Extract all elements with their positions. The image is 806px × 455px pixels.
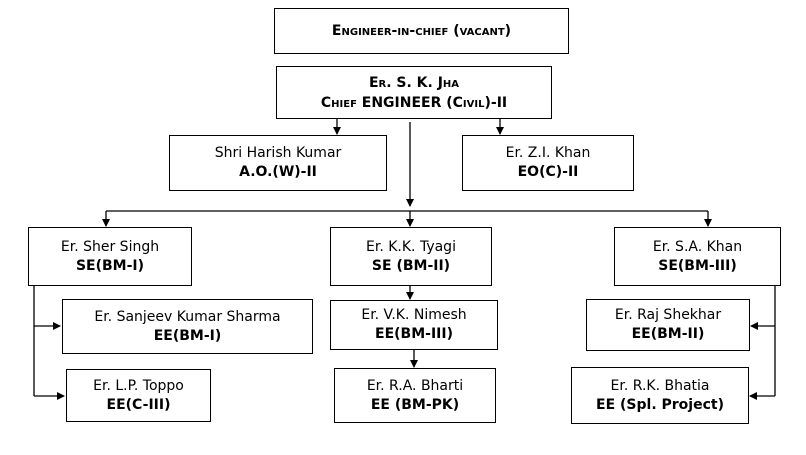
- se2-designation: SE (BM-II): [371, 257, 451, 274]
- ee1b-box: Er. L.P. Toppo EE(C-III): [66, 369, 211, 422]
- ee1b-name: Er. L.P. Toppo: [93, 377, 184, 394]
- se2-box: Er. K.K. Tyagi SE (BM-II): [330, 227, 492, 286]
- ee2b-box: Er. R.A. Bharti EE (BM-PK): [334, 368, 496, 423]
- ao-designation: A.O.(W)-II: [239, 164, 317, 180]
- chief-engineer-box: Er. S. K. Jha Chief ENGINEER (Civil)-II: [276, 66, 552, 119]
- ee2b-designation: EE (BM-PK): [370, 396, 460, 413]
- ee1a-box: Er. Sanjeev Kumar Sharma EE(BM-I): [62, 299, 313, 354]
- ee1a-name: Er. Sanjeev Kumar Sharma: [94, 308, 281, 325]
- ee3a-designation: EE(BM-II): [631, 326, 705, 342]
- se3-name: Er. S.A. Khan: [652, 238, 743, 255]
- ee2a-designation: EE(BM-III): [375, 326, 453, 342]
- ee3b-box: Er. R.K. Bhatia EE (Spl. Project): [571, 367, 749, 424]
- ee2b-name: Er. R.A. Bharti: [366, 377, 464, 394]
- se2-name: Er. K.K. Tyagi: [366, 238, 456, 255]
- ee1b-designation: EE(C-III): [106, 396, 171, 413]
- eo-name: Er. Z.I. Khan: [505, 145, 591, 161]
- se1-designation: SE(BM-I): [75, 257, 145, 274]
- ee2a-box: Er. V.K. Nimesh EE(BM-III): [330, 300, 498, 350]
- ee3a-name: Er. Raj Shekhar: [614, 307, 722, 323]
- ee2a-name: Er. V.K. Nimesh: [361, 307, 467, 323]
- se3-designation: SE(BM-III): [658, 257, 737, 274]
- engineer-in-chief-box: Engineer-in-chief (vacant): [274, 8, 569, 54]
- ao-name: Shri Harish Kumar: [214, 145, 342, 161]
- se1-name: Er. Sher Singh: [60, 238, 160, 255]
- chief-engineer-designation: Chief ENGINEER (Civil)-II: [320, 94, 508, 111]
- ee3b-designation: EE (Spl. Project): [596, 396, 724, 413]
- se3-box: Er. S.A. Khan SE(BM-III): [614, 227, 781, 286]
- chief-engineer-name: Er. S. K. Jha: [368, 74, 460, 91]
- ee3a-box: Er. Raj Shekhar EE(BM-II): [586, 299, 750, 351]
- eo-designation: EO(C)-II: [517, 164, 579, 180]
- eic-label: Engineer-in-chief (vacant): [331, 23, 512, 39]
- se1-box: Er. Sher Singh SE(BM-I): [28, 227, 192, 286]
- ee3b-name: Er. R.K. Bhatia: [610, 377, 710, 394]
- ee1a-designation: EE(BM-I): [153, 327, 222, 344]
- eo-box: Er. Z.I. Khan EO(C)-II: [462, 135, 634, 191]
- ao-box: Shri Harish Kumar A.O.(W)-II: [169, 135, 387, 191]
